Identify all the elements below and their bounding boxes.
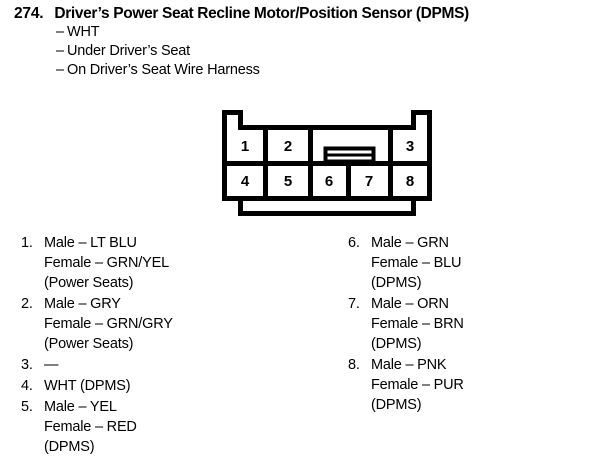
pin-detail-line: (DPMS) bbox=[371, 275, 422, 291]
pin-description: Male – ORN Female – BRN (DPMS) bbox=[371, 294, 595, 354]
pin-legend-left-column: 1. Male – LT BLU Female – GRN/YEL (Power… bbox=[18, 233, 318, 458]
connector-outline-svg: 1 2 3 4 5 6 7 8 bbox=[222, 110, 432, 216]
pin-number-4: 4 bbox=[241, 173, 250, 190]
pin-detail-line: (DPMS) bbox=[371, 336, 422, 352]
entry-header: 274. Driver’s Power Seat Recline Motor/P… bbox=[0, 0, 606, 80]
pin-detail-line: Male – GRY bbox=[44, 296, 121, 312]
pin-detail-line: Female – BRN bbox=[371, 316, 464, 332]
pin-number-2: 2 bbox=[284, 138, 292, 155]
pin-description: Male – YEL Female – RED (DPMS) bbox=[44, 397, 318, 457]
list-item: 7. Male – ORN Female – BRN (DPMS) bbox=[345, 294, 595, 354]
pin-index: 3. bbox=[21, 357, 33, 373]
pin-description: Male – PNK Female – PUR (DPMS) bbox=[371, 355, 595, 415]
pin-detail-line: (Power Seats) bbox=[44, 275, 134, 291]
dash-marker: – bbox=[56, 43, 64, 59]
pin-detail-line: WHT (DPMS) bbox=[44, 378, 131, 394]
list-item: 5. Male – YEL Female – RED (DPMS) bbox=[18, 397, 318, 457]
list-item: – Under Driver’s Seat bbox=[0, 42, 606, 61]
dash-marker: – bbox=[56, 62, 64, 78]
list-item: 2. Male – GRY Female – GRN/GRY (Power Se… bbox=[18, 294, 318, 354]
pin-number-1: 1 bbox=[241, 138, 249, 155]
pin-number-8: 8 bbox=[406, 173, 414, 190]
pin-number-7: 7 bbox=[365, 173, 373, 190]
pin-detail-line: (Power Seats) bbox=[44, 336, 134, 352]
pin-description: Male – GRY Female – GRN/GRY (Power Seats… bbox=[44, 294, 318, 354]
connector-diagram: 1 2 3 4 5 6 7 8 bbox=[214, 106, 440, 226]
list-item: 4. WHT (DPMS) bbox=[18, 376, 318, 396]
pin-detail-line: Male – GRN bbox=[371, 235, 449, 251]
pin-detail-line: (DPMS) bbox=[44, 439, 95, 455]
pin-description: Male – GRN Female – BLU (DPMS) bbox=[371, 233, 595, 293]
entry-number: 274. bbox=[14, 5, 44, 22]
pin-detail-line: Male – LT BLU bbox=[44, 235, 137, 251]
subline-text: Under Driver’s Seat bbox=[67, 43, 190, 59]
pin-description: — bbox=[44, 355, 318, 375]
dash-marker: – bbox=[56, 24, 64, 40]
pin-detail-line: Female – GRN/YEL bbox=[44, 255, 169, 271]
pin-index: 4. bbox=[21, 378, 33, 394]
pin-index: 1. bbox=[21, 235, 33, 251]
pin-legend-right-column: 6. Male – GRN Female – BLU (DPMS) 7. Mal… bbox=[345, 233, 595, 416]
entry-title: Driver’s Power Seat Recline Motor/Positi… bbox=[54, 5, 469, 22]
pin-detail-line: Male – ORN bbox=[371, 296, 449, 312]
subline-text: On Driver’s Seat Wire Harness bbox=[67, 62, 260, 78]
subline-text: WHT bbox=[67, 24, 100, 40]
pin-index: 2. bbox=[21, 296, 33, 312]
pin-index: 7. bbox=[348, 296, 360, 312]
pin-number-3: 3 bbox=[406, 138, 414, 155]
pin-detail-line: Male – YEL bbox=[44, 399, 117, 415]
list-item: 8. Male – PNK Female – PUR (DPMS) bbox=[345, 355, 595, 415]
pin-index: 5. bbox=[21, 399, 33, 415]
list-item: – WHT bbox=[0, 23, 606, 42]
pin-index: 8. bbox=[348, 357, 360, 373]
list-item: 1. Male – LT BLU Female – GRN/YEL (Power… bbox=[18, 233, 318, 293]
pin-legend: 1. Male – LT BLU Female – GRN/YEL (Power… bbox=[0, 233, 606, 461]
pin-description: WHT (DPMS) bbox=[44, 376, 318, 396]
pin-detail-line: Male – PNK bbox=[371, 357, 447, 373]
pin-detail-line: Female – GRN/GRY bbox=[44, 316, 173, 332]
pin-detail-line: (DPMS) bbox=[371, 397, 422, 413]
list-item: 6. Male – GRN Female – BLU (DPMS) bbox=[345, 233, 595, 293]
pin-number-6: 6 bbox=[325, 173, 333, 190]
entry-subline-list: – WHT – Under Driver’s Seat – On Driver’… bbox=[0, 23, 606, 80]
list-item: 3. — bbox=[18, 355, 318, 375]
pin-number-5: 5 bbox=[284, 173, 292, 190]
pin-detail-line: Female – BLU bbox=[371, 255, 462, 271]
pin-description: Male – LT BLU Female – GRN/YEL (Power Se… bbox=[44, 233, 318, 293]
pin-detail-line: Female – RED bbox=[44, 419, 137, 435]
pin-index: 6. bbox=[348, 235, 360, 251]
center-latch-tab bbox=[323, 146, 376, 164]
page-title: 274. Driver’s Power Seat Recline Motor/P… bbox=[0, 0, 606, 23]
pin-detail-line: — bbox=[44, 357, 59, 373]
pin-detail-line: Female – PUR bbox=[371, 377, 464, 393]
list-item: – On Driver’s Seat Wire Harness bbox=[0, 61, 606, 80]
